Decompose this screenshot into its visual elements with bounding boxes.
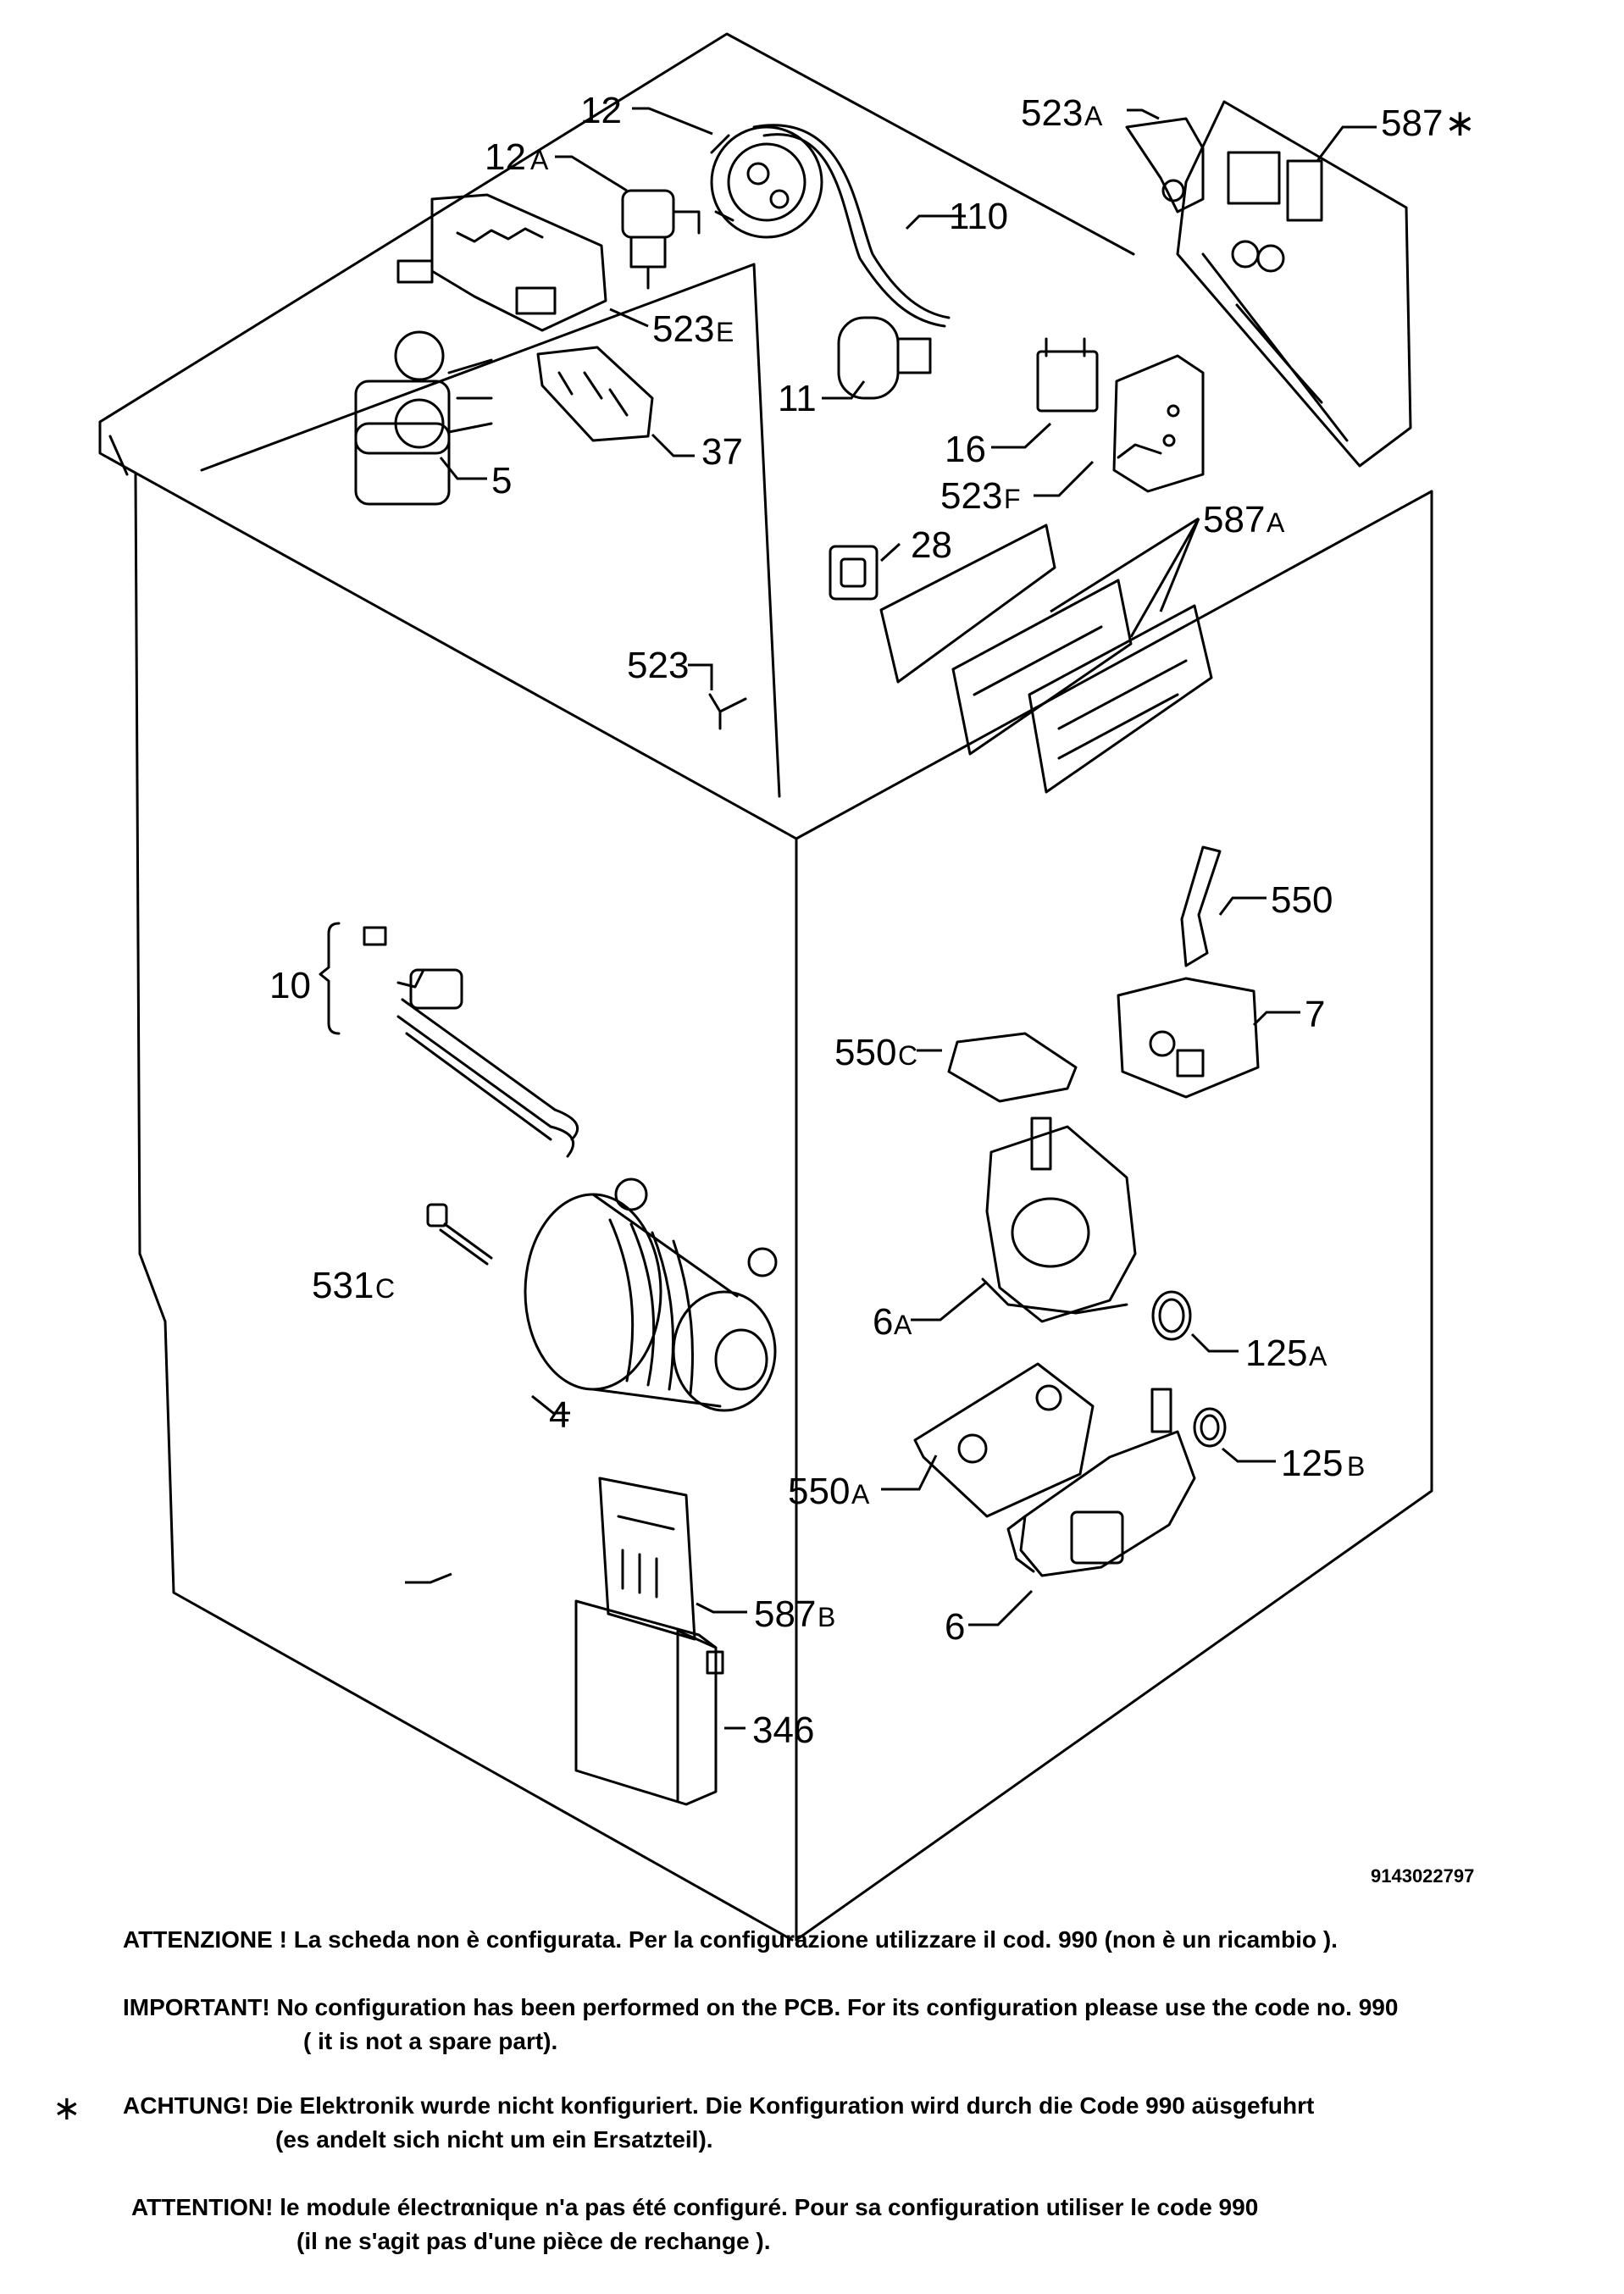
part-523-clip-drawing <box>708 693 747 730</box>
part-346-holder-drawing <box>574 1599 724 1806</box>
label-part-6a-suffix: A <box>894 1310 912 1340</box>
part-6-pump-drawing <box>1006 1388 1196 1577</box>
part-523e-bracket-drawing <box>396 193 607 332</box>
part-28-gasket-drawing <box>829 545 879 601</box>
label-part-5: 5 <box>491 460 512 501</box>
note-english-line-2: ( it is not a spare part). <box>303 2028 558 2054</box>
part-11-capacitor-drawing <box>837 316 932 400</box>
label-part-587-star: ∗ <box>1444 103 1476 144</box>
label-part-550c-suffix: C <box>898 1040 917 1071</box>
label-part-587a-number: 587 <box>1203 499 1265 540</box>
note-german-line-2: (es andelt sich nicht um ein Ersatzteil)… <box>275 2126 713 2153</box>
label-part-531c-number: 531 <box>312 1265 374 1306</box>
part-12a-sensor-drawing <box>621 189 701 290</box>
label-part-550a-suffix: A <box>851 1479 870 1510</box>
part-16-switch-drawing <box>1036 337 1099 413</box>
part-550c-cover-drawing <box>947 1032 1078 1103</box>
note-german: ACHTUNG! Die Elektronik wurde nicht konf… <box>123 2089 1314 2157</box>
part-7-door-lock-drawing <box>1117 977 1260 1099</box>
part-587a-panels-drawing <box>879 524 1213 794</box>
label-part-110: 110 <box>949 196 1008 237</box>
label-part-10: 10 <box>269 965 311 1006</box>
label-part-6a-number: 6 <box>873 1301 893 1343</box>
part-37-terminal-drawing <box>536 346 654 442</box>
label-part-550c-number: 550 <box>834 1032 896 1073</box>
asterisk-marker: ∗ <box>53 2089 81 2128</box>
part-587b-card-drawing <box>598 1477 696 1641</box>
label-part-531c-suffix: C <box>375 1273 395 1304</box>
label-part-523a-suffix: A <box>1084 101 1103 131</box>
label-part-12a-number: 12 <box>485 136 526 178</box>
configuration-notes: ATTENZIONE ! La scheda non è configurata… <box>0 1923 1624 2294</box>
part-5-valve-drawing <box>354 330 493 506</box>
label-part-28: 28 <box>911 524 952 566</box>
label-part-7: 7 <box>1305 994 1325 1035</box>
leader-lines <box>405 107 1377 1730</box>
label-part-587b-suffix: B <box>818 1602 835 1632</box>
label-part-11: 11 <box>778 378 817 419</box>
note-english: IMPORTANT! No configuration has been per… <box>123 1991 1398 2059</box>
part-550-lever-drawing <box>1180 845 1222 967</box>
note-french-line-2: (il ne s'agit pas d'une pièce de rechang… <box>297 2228 771 2254</box>
part-531c-bolt-drawing <box>426 1203 493 1266</box>
label-part-550a-number: 550 <box>788 1471 850 1512</box>
label-part-125a-suffix: A <box>1309 1341 1327 1371</box>
label-part-523e-number: 523 <box>652 308 714 350</box>
part-12-pressure-switch-drawing <box>710 125 823 239</box>
part-6a-sump-drawing <box>981 1117 1137 1323</box>
label-part-125b-number: 125 <box>1281 1443 1343 1484</box>
label-part-125a-number: 125 <box>1245 1333 1307 1374</box>
label-part-6: 6 <box>945 1606 965 1648</box>
cabinet-outline <box>98 32 1433 1942</box>
label-part-523e-suffix: E <box>716 317 734 347</box>
note-english-line-1: IMPORTANT! No configuration has been per… <box>123 1994 1399 2020</box>
label-part-12a-suffix: A <box>530 145 549 175</box>
label-part-587b-number: 587 <box>754 1593 816 1635</box>
part-523f-interlock-drawing <box>1112 354 1205 493</box>
label-part-523f-number: 523 <box>940 475 1002 517</box>
label-part-523: 523 <box>627 645 689 686</box>
label-part-587-number: 587 <box>1381 103 1443 144</box>
note-italian: ATTENZIONE ! La scheda non è configurata… <box>123 1926 1338 1953</box>
label-part-16: 16 <box>945 429 986 470</box>
part-4-motor-drawing <box>524 1177 778 1412</box>
part-110-hose-drawing <box>752 124 951 328</box>
part-125b-seal-drawing <box>1193 1407 1227 1448</box>
label-part-125b-suffix: B <box>1347 1451 1365 1482</box>
label-part-12: 12 <box>580 90 622 131</box>
part-587-board-drawing <box>1176 100 1412 468</box>
part-523a-clip-drawing <box>1125 117 1205 213</box>
label-part-346: 346 <box>752 1709 814 1751</box>
label-part-550: 550 <box>1271 879 1333 921</box>
note-german-line-1: ACHTUNG! Die Elektronik wurde nicht konf… <box>123 2092 1315 2119</box>
part-10-heater-drawing <box>319 922 579 1158</box>
part-125a-seal-drawing <box>1151 1290 1192 1341</box>
label-part-523f-suffix: F <box>1004 484 1021 514</box>
label-part-587a-suffix: A <box>1266 507 1285 538</box>
drawing-code: 9143022797 <box>1371 1865 1474 1887</box>
note-french: ATTENTION! le module électrαnique n'a pa… <box>131 2191 1258 2258</box>
label-part-4: 4 <box>549 1394 569 1436</box>
label-part-523a-number: 523 <box>1021 92 1083 134</box>
note-french-line-1: ATTENTION! le module électrαnique n'a pa… <box>131 2194 1259 2220</box>
part-550a-plate-drawing <box>913 1362 1095 1518</box>
label-part-37: 37 <box>701 431 743 473</box>
